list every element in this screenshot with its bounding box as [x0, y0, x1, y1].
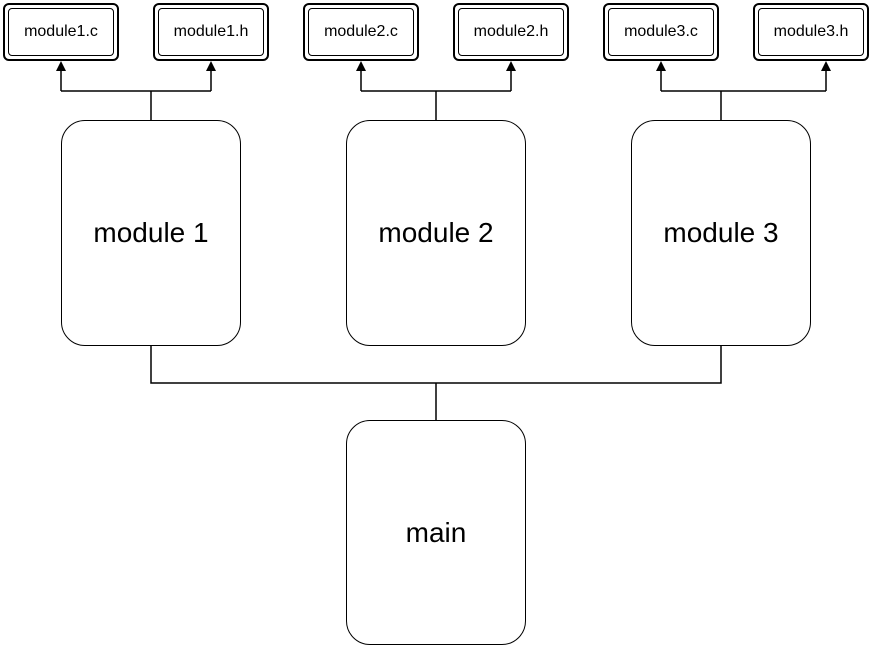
module-label-2: module 2: [378, 217, 494, 248]
file-label-module3-h: module3.h: [758, 8, 864, 56]
module-box-3[interactable]: module 3: [631, 120, 811, 346]
file-box-module3-c[interactable]: module3.c: [603, 3, 719, 61]
connector-module1-files: [60, 68, 212, 120]
main-box[interactable]: main: [346, 420, 526, 645]
connector-module3-files: [660, 68, 827, 120]
arrowhead-module1-h: [206, 61, 216, 71]
file-box-module2-c[interactable]: module2.c: [303, 3, 419, 61]
file-box-module1-c[interactable]: module1.c: [3, 3, 119, 61]
module-box-1[interactable]: module 1: [61, 120, 241, 346]
module-label-3: module 3: [663, 217, 779, 248]
connector-module2-files: [360, 68, 512, 120]
file-box-module3-h[interactable]: module3.h: [753, 3, 869, 61]
file-label-module2-h: module2.h: [458, 8, 564, 56]
file-label-module2-c: module2.c: [308, 8, 414, 56]
file-label-module1-c: module1.c: [8, 8, 114, 56]
arrowhead-module2-c: [356, 61, 366, 71]
module-label-1: module 1: [93, 217, 209, 248]
arrowhead-module3-h: [821, 61, 831, 71]
file-box-module2-h[interactable]: module2.h: [453, 3, 569, 61]
arrowhead-module2-h: [506, 61, 516, 71]
connector-main-modules: [150, 346, 722, 420]
file-label-module3-c: module3.c: [608, 8, 714, 56]
main-label: main: [405, 516, 467, 548]
arrowhead-module3-c: [656, 61, 666, 71]
arrowhead-module1-c: [56, 61, 66, 71]
file-label-module1-h: module1.h: [158, 8, 264, 56]
file-box-module1-h[interactable]: module1.h: [153, 3, 269, 61]
module-box-2[interactable]: module 2: [346, 120, 526, 346]
